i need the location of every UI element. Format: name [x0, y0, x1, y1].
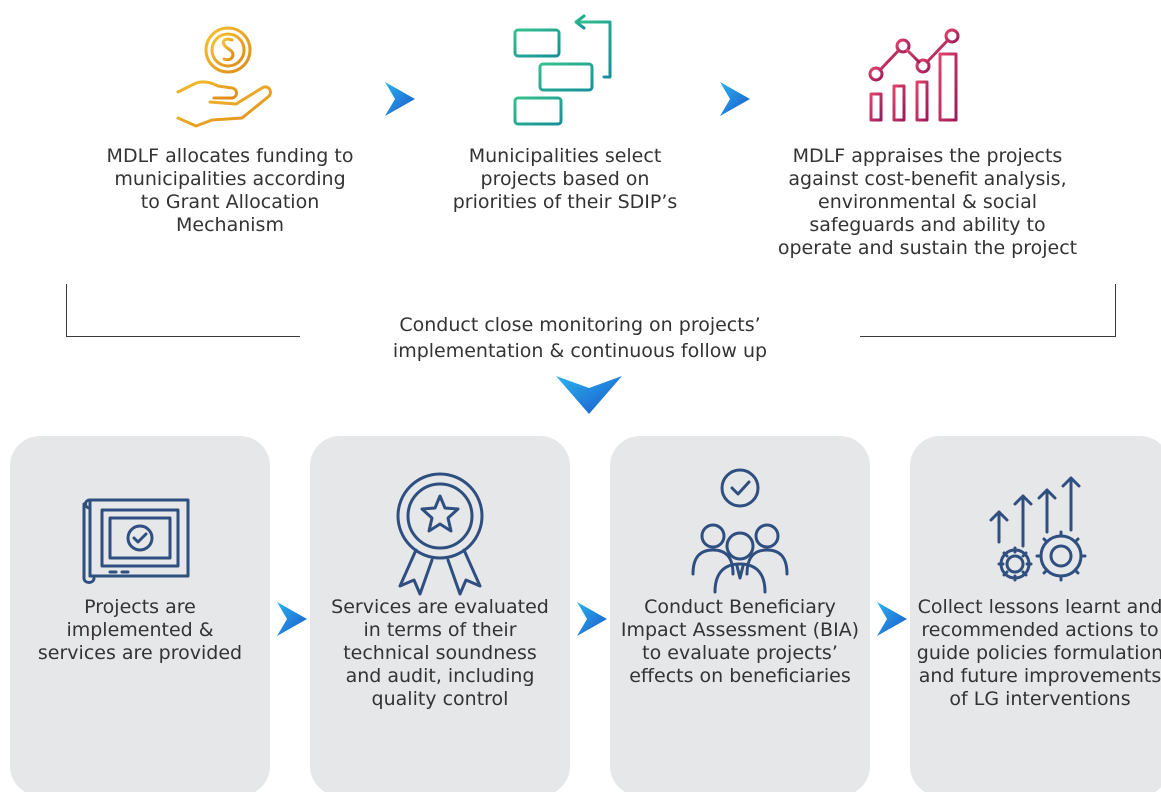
bottom-card-3-text: Conduct Beneficiary Impact Assessment (B…	[620, 596, 860, 687]
workflow-list-icon	[513, 14, 612, 126]
chevron-down-icon	[556, 376, 622, 414]
bottom-card-1: Projects are implemented & services are …	[10, 436, 270, 792]
top-step-2-text: Municipalities select projects based on …	[452, 145, 678, 213]
bottom-card-4: Collect lessons learnt and recommended a…	[910, 436, 1161, 792]
growth-chart-icon	[868, 28, 960, 122]
bottom-card-3: Conduct Beneficiary Impact Assessment (B…	[610, 436, 870, 792]
chevron-right-icon	[720, 82, 750, 116]
chevron-right-icon	[577, 602, 607, 636]
blueprint-check-icon	[82, 498, 190, 584]
bottom-card-2-text: Services are evaluated in terms of their…	[331, 596, 549, 710]
hand-coin-icon	[176, 26, 272, 128]
team-check-icon	[691, 468, 789, 594]
monitoring-line-2: implementation & continuous follow up	[392, 340, 768, 362]
bottom-card-2: Services are evaluated in terms of their…	[310, 436, 570, 792]
chevron-right-icon	[385, 82, 415, 116]
bottom-card-1-text: Projects are implemented & services are …	[37, 596, 243, 664]
chevron-right-icon	[277, 602, 307, 636]
top-step-1-text: MDLF allocates funding to municipalities…	[106, 145, 354, 236]
monitoring-text: Conduct close monitoring on projects’ im…	[300, 312, 860, 364]
gears-arrows-icon	[989, 476, 1087, 582]
chevron-right-icon	[877, 602, 907, 636]
top-step-3-text: MDLF appraises the projects against cost…	[777, 145, 1078, 259]
monitoring-line-1: Conduct close monitoring on projects’	[399, 314, 761, 336]
bottom-card-4-text: Collect lessons learnt and recommended a…	[916, 596, 1161, 710]
award-badge-icon	[396, 472, 484, 596]
